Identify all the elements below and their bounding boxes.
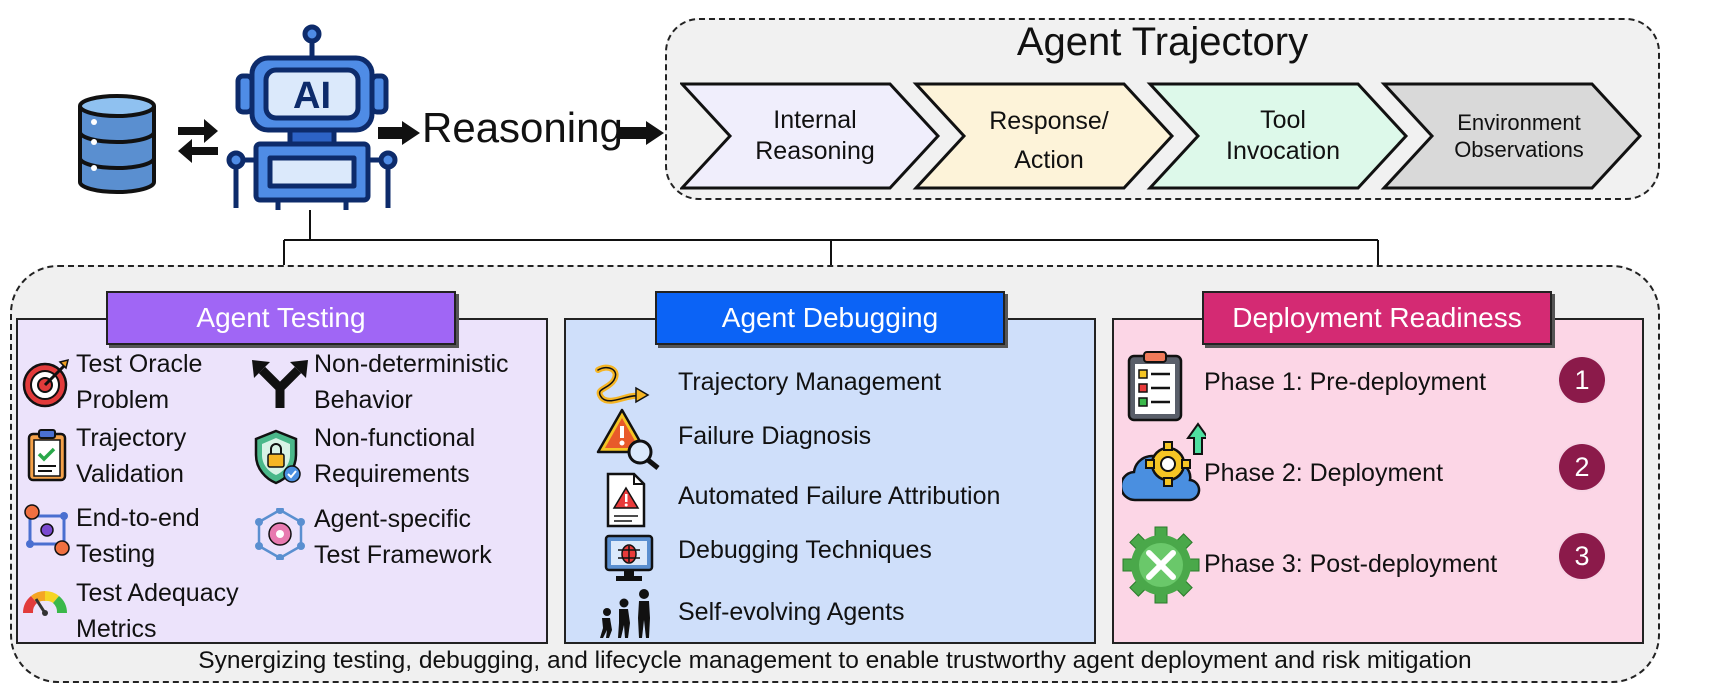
path-icon bbox=[24, 504, 70, 556]
phase-1-number: 1 bbox=[1559, 357, 1605, 403]
phase-1-label: Phase 1: Pre-deployment bbox=[1204, 368, 1487, 396]
arrow-to-reasoning-icon bbox=[378, 121, 420, 145]
chevron-internal-reasoning bbox=[680, 82, 941, 190]
robot-label: AI bbox=[293, 75, 331, 117]
warning-document-icon bbox=[606, 472, 646, 528]
chevron-tool-invocation bbox=[1146, 82, 1409, 190]
connector-lines bbox=[278, 210, 1384, 292]
testing-item-agent-specific: Agent-specific Test Framework bbox=[314, 505, 492, 569]
gauge-icon bbox=[22, 591, 68, 616]
debugging-item-failure-diagnosis: Failure Diagnosis bbox=[678, 422, 872, 450]
deployment-panel bbox=[1112, 318, 1644, 644]
route-icon bbox=[595, 364, 650, 404]
debugging-item-trajectory-management: Trajectory Management bbox=[678, 368, 942, 396]
chevron-environment-observations bbox=[1380, 82, 1643, 190]
testing-item-end-to-end: End-to-end Testing bbox=[76, 504, 200, 568]
debugging-item-self-evolving-agents: Self-evolving Agents bbox=[678, 598, 905, 626]
cloud-gear-icon bbox=[1122, 422, 1206, 502]
exchange-arrows-icon bbox=[178, 119, 218, 163]
debugging-panel bbox=[564, 318, 1096, 644]
testing-item-test-oracle: Test Oracle Problem bbox=[76, 350, 203, 414]
phase-2-number: 2 bbox=[1559, 444, 1605, 490]
shield-lock-icon bbox=[254, 429, 301, 485]
trajectory-chevrons bbox=[680, 82, 1643, 190]
trajectory-title: Agent Trajectory bbox=[1016, 20, 1309, 64]
clipboard-check-icon bbox=[27, 429, 67, 482]
checklist-icon bbox=[1127, 351, 1183, 422]
tools-gear-icon bbox=[1122, 526, 1200, 604]
testing-item-trajectory-validation: Trajectory Validation bbox=[76, 424, 187, 488]
phase-3-number: 3 bbox=[1559, 533, 1605, 579]
debugging-header: Agent Debugging bbox=[655, 291, 1005, 345]
robot-icon: AI bbox=[226, 24, 398, 210]
step-response-action: Response/ Action bbox=[989, 107, 1109, 174]
evolution-icon bbox=[600, 589, 650, 638]
testing-item-test-adequacy: Test Adequacy Metrics bbox=[76, 579, 239, 643]
warning-magnifier-icon bbox=[596, 408, 660, 470]
target-icon bbox=[22, 358, 70, 408]
debugging-item-debugging-techniques: Debugging Techniques bbox=[678, 536, 932, 564]
chevron-response-action bbox=[912, 82, 1175, 190]
step-tool-invocation: Tool Invocation bbox=[1226, 105, 1340, 165]
network-gear-icon bbox=[255, 508, 305, 560]
deployment-header: Deployment Readiness bbox=[1202, 291, 1552, 345]
database-icon bbox=[78, 94, 156, 194]
step-internal-reasoning: Internal Reasoning bbox=[755, 105, 875, 165]
testing-header: Agent Testing bbox=[106, 291, 456, 345]
reasoning-label: Reasoning bbox=[422, 104, 623, 151]
debugging-item-automated-failure-attribution: Automated Failure Attribution bbox=[678, 482, 1001, 510]
fork-arrow-icon bbox=[252, 360, 308, 408]
phase-3-label: Phase 3: Post-deployment bbox=[1204, 550, 1498, 578]
bug-monitor-icon bbox=[604, 534, 654, 581]
step-environment-observations: Environment Observations bbox=[1454, 109, 1584, 163]
phase-2-label: Phase 2: Deployment bbox=[1204, 459, 1444, 487]
arrow-to-trajectory-icon bbox=[620, 121, 664, 145]
testing-item-non-deterministic: Non-deterministic Behavior bbox=[314, 350, 509, 414]
testing-item-non-functional: Non-functional Requirements bbox=[314, 424, 476, 488]
footer-caption: Synergizing testing, debugging, and life… bbox=[198, 647, 1472, 674]
